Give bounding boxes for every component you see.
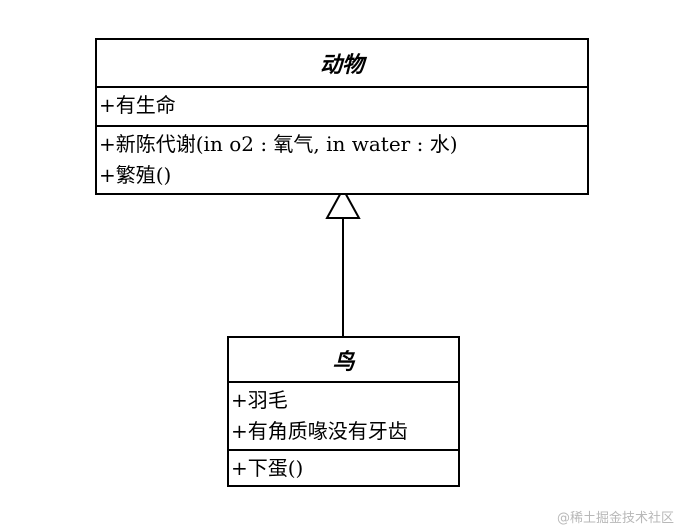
- operations-section: +下蛋(): [229, 451, 458, 485]
- operation: +新陈代谢(in o2 : 氧气, in water : 水): [99, 132, 458, 156]
- attribute: +羽毛: [231, 388, 288, 412]
- watermark: @稀土掘金技术社区: [556, 511, 674, 526]
- attribute: +有角质喙没有牙齿: [231, 419, 408, 443]
- class-bird[interactable]: 鸟 +羽毛 +有角质喙没有牙齿 +下蛋(): [227, 336, 460, 487]
- attributes-section: +羽毛 +有角质喙没有牙齿: [229, 383, 458, 451]
- class-name: 鸟: [229, 338, 458, 383]
- operation: +繁殖(): [99, 163, 172, 187]
- operations-section: +新陈代谢(in o2 : 氧气, in water : 水) +繁殖(): [97, 127, 587, 193]
- attribute: +有生命: [99, 93, 176, 117]
- class-name: 动物: [97, 40, 587, 88]
- operation: +下蛋(): [231, 456, 304, 480]
- attributes-section: +有生命: [97, 88, 587, 127]
- class-animal[interactable]: 动物 +有生命 +新陈代谢(in o2 : 氧气, in water : 水) …: [95, 38, 589, 195]
- generalization-arrowhead: [325, 186, 361, 219]
